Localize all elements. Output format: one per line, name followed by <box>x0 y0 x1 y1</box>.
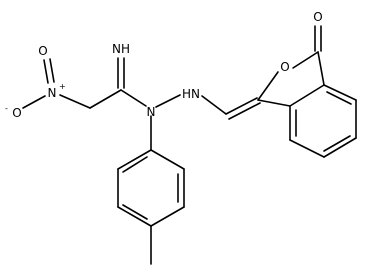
lactone-ring-o-label: O <box>280 60 289 74</box>
bond-nitro-o-single <box>22 95 46 109</box>
nitro-n-charge: + <box>59 82 66 91</box>
bond-exo-double-b <box>228 102 261 120</box>
hydrazine-nh-label: HN <box>182 87 200 101</box>
bond-aryl-1 <box>150 149 185 170</box>
bond-fused-inner-2 <box>323 135 351 152</box>
carbonyl-o-label: O <box>313 10 322 24</box>
bond-lactone-4 <box>289 84 325 107</box>
bond-fused-4 <box>289 139 325 158</box>
bond-n-nh <box>155 94 181 108</box>
hydrazine-n-label: N <box>147 105 156 119</box>
bond-lactone-3 <box>317 51 325 86</box>
bond-fused-3 <box>323 137 357 158</box>
bond-aryl-inner-3 <box>122 156 148 173</box>
bond-exo-double-a <box>225 97 258 115</box>
bond-c-hydrazine-n <box>120 89 147 107</box>
imine-nh-label: NH <box>112 42 130 56</box>
bond-aryl-inner-2 <box>122 204 148 220</box>
bond-lactone-2 <box>292 51 319 69</box>
bond-c-ch2 <box>89 89 122 109</box>
bond-nh-ch <box>201 95 227 115</box>
bond-ch2-nitro-n <box>59 94 91 109</box>
nitro-o-anion-label: O <box>12 106 21 120</box>
bond-lactone-5 <box>257 99 291 107</box>
bond-aryl-6 <box>117 149 152 170</box>
bond-nitro-o-double-a <box>43 59 49 84</box>
bond-nitro-o-double-b <box>49 58 55 83</box>
nitro-n-label: N <box>48 86 57 100</box>
bond-aryl-4 <box>117 206 152 227</box>
nitro-o-charge: - <box>5 104 8 113</box>
bond-lactone-1 <box>257 71 279 101</box>
bond-layer <box>22 25 357 265</box>
nitro-o-top-label: O <box>38 44 47 58</box>
bond-fused-inner-1 <box>326 91 352 105</box>
bond-aryl-3 <box>150 206 185 227</box>
bond-fused-1 <box>323 84 357 101</box>
atom-label-layer: NH N HN N + O O - O O <box>5 10 323 120</box>
